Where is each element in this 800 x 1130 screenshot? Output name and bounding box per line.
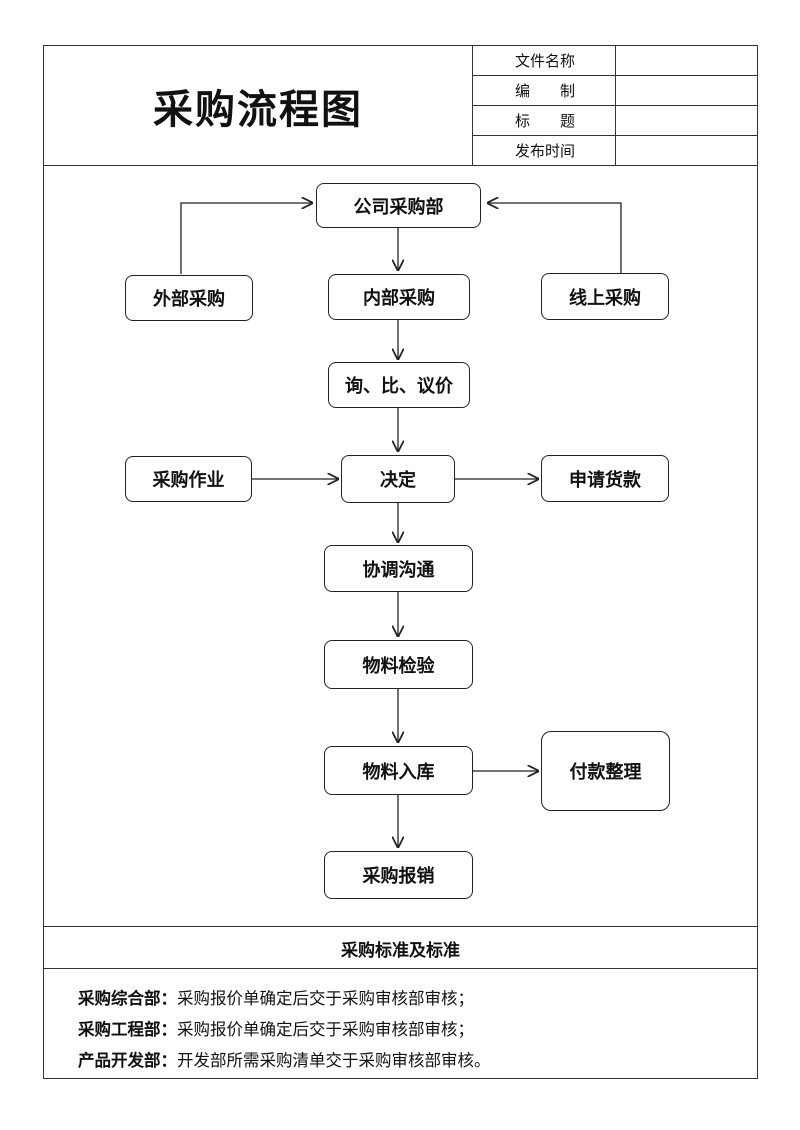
node-material-warehousing: 物料入库 <box>324 746 473 795</box>
standard-text-engineering: 采购报价单确定后交于采购审核部审核； <box>177 1020 474 1039</box>
meta-label-subject: 标题 <box>514 112 605 130</box>
node-payment-arrangement: 付款整理 <box>541 731 670 811</box>
standards-title-line <box>44 968 757 969</box>
meta-label-author: 编制 <box>514 82 605 100</box>
header-divider <box>44 165 757 166</box>
meta-row-line-2 <box>472 105 757 106</box>
node-decision: 决定 <box>341 455 455 503</box>
node-purchase-reimbursement: 采购报销 <box>324 851 473 899</box>
node-external-purchasing: 外部采购 <box>125 275 253 321</box>
meta-label-publish-time: 发布时间 <box>514 142 575 160</box>
standard-item-development: 产品开发部：开发部所需采购清单交于采购审核部审核。 <box>78 1047 491 1071</box>
node-internal-purchasing: 内部采购 <box>328 274 470 320</box>
meta-row-line-1 <box>472 75 757 76</box>
standards-title: 采购标准及标准 <box>341 940 460 961</box>
node-company-purchasing: 公司采购部 <box>316 183 481 228</box>
page-title: 采购流程图 <box>153 86 363 133</box>
arrow-external-to-company <box>180 203 312 274</box>
meta-row-line-3 <box>472 135 757 136</box>
node-purchasing-operation: 采购作业 <box>125 456 252 502</box>
document-frame <box>43 45 758 1079</box>
node-coordination: 协调沟通 <box>324 545 473 592</box>
node-material-inspection: 物料检验 <box>324 640 473 689</box>
arrow-online-to-company <box>488 203 622 273</box>
standard-text-development: 开发部所需采购清单交于采购审核部审核。 <box>177 1051 491 1070</box>
standard-item-general: 采购综合部：采购报价单确定后交于采购审核部审核； <box>78 985 474 1009</box>
node-inquiry-compare-negotiate: 询、比、议价 <box>328 362 470 408</box>
meta-label-file-name: 文件名称 <box>514 52 575 70</box>
standard-text-general: 采购报价单确定后交于采购审核部审核； <box>177 989 474 1008</box>
standards-top-line <box>44 926 757 927</box>
node-payment-request: 申请货款 <box>541 455 669 502</box>
standard-dept-engineering: 采购工程部： <box>78 1020 177 1039</box>
standard-item-engineering: 采购工程部：采购报价单确定后交于采购审核部审核； <box>78 1016 474 1040</box>
standard-dept-development: 产品开发部： <box>78 1051 177 1070</box>
standard-dept-general: 采购综合部： <box>78 989 177 1008</box>
node-online-purchasing: 线上采购 <box>541 273 669 320</box>
